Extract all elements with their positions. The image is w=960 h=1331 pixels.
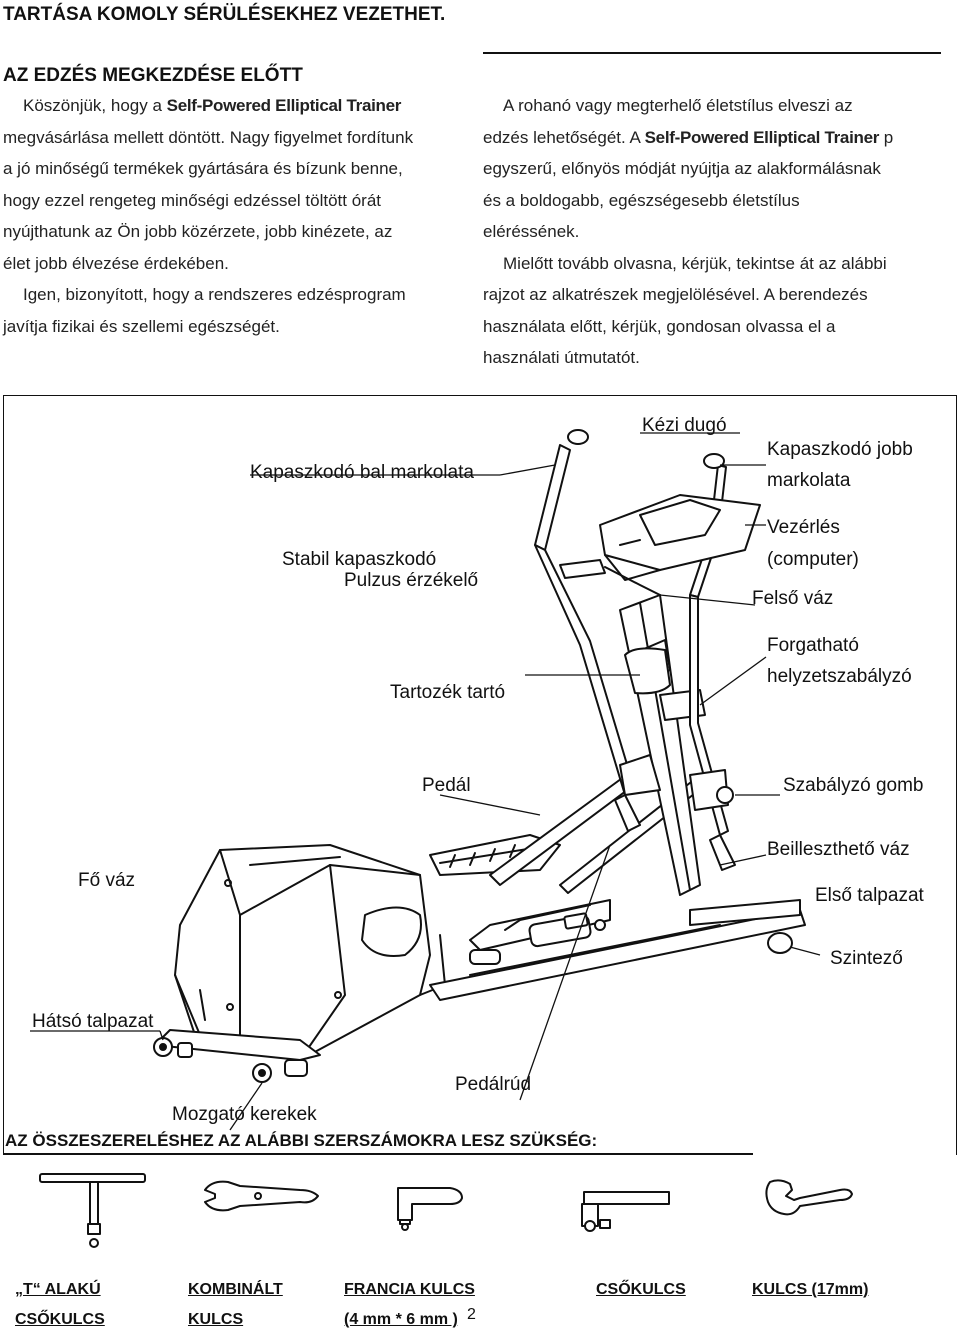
console (599, 494, 761, 581)
moving-arms (534, 429, 736, 871)
label-right-grip-2: markolata (767, 470, 851, 491)
leader-lines (30, 432, 821, 1131)
label-insert-frame: Beilleszthető váz (767, 839, 910, 860)
label-control-1: Vezérlés (767, 517, 840, 538)
label-stable-grip: Stabil kapaszkodó (282, 549, 437, 570)
front-base (469, 899, 801, 965)
right-line2-product: Self-Powered Elliptical Trainer (644, 127, 880, 147)
label-adjust-knob: Szabályzó gomb (783, 775, 924, 796)
diagram-frame (3, 395, 957, 1155)
open-wrench-icon (765, 1179, 853, 1216)
tools-illustration (39, 1173, 853, 1248)
label-rotating-2: helyzetszabályzó (767, 666, 912, 687)
socket-wrench-icon (581, 1191, 670, 1232)
tool-label-adjustable-line2: (4 mm * 6 mm ) (344, 1311, 458, 1328)
label-control-2: (computer) (767, 549, 859, 570)
label-pulse-sensor: Pulzus érzékelő (344, 570, 479, 591)
left-column: Köszönjük, hogy a Self-Powered Elliptica… (3, 90, 473, 342)
label-pedal: Pedál (422, 775, 471, 796)
left-p1-line: a jó minőségű termékek gyártására és bíz… (3, 159, 403, 178)
tool-label-adjustable-line1: FRANCIA KULCS (344, 1281, 475, 1298)
label-main-frame: Fő váz (78, 870, 136, 891)
label-pedal-rod: Pedálrúd (455, 1074, 532, 1095)
right-p2-line: rajzot az alkatrészek megjelölésével. A … (483, 285, 868, 304)
right-line: egyszerű, előnyös módját nyújtja az alak… (483, 159, 881, 178)
label-leveler: Szintező (830, 948, 903, 969)
t-socket-wrench-icon (39, 1173, 146, 1248)
label-rear-base: Hátsó talpazat (32, 1011, 154, 1032)
left-p1-line: megvásárlása mellett döntött. Nagy figye… (3, 127, 414, 147)
tool-label-t-socket-line1: „T“ ALAKÚ (15, 1281, 101, 1298)
left-p1-first-line: Köszönjük, hogy a Self-Powered Elliptica… (3, 90, 473, 122)
left-p2-line: Igen, bizonyított, hogy a rendszeres edz… (23, 285, 406, 304)
label-rotating-1: Forgatható (767, 635, 859, 656)
tool-label-socket-line1: CSŐKULCS (596, 1281, 686, 1298)
label-accessory-holder: Tartozék tartó (390, 682, 506, 703)
tool-label-combination-line2: KULCS (188, 1311, 244, 1328)
combination-wrench-icon (204, 1180, 319, 1212)
label-left-grip: Kapaszkodó bal markolata (250, 462, 474, 483)
right-line: A rohanó vagy megterhelő életstílus elve… (503, 96, 853, 115)
top-heading: TARTÁSA KOMOLY SÉRÜLÉSEKHEZ VEZETHET. (3, 4, 446, 25)
left-p1-product: Self-Powered Elliptical Trainer (166, 96, 402, 115)
right-line2-pre: edzés lehetőségét. A (483, 127, 645, 147)
accessory-holder (624, 647, 671, 695)
section-title: AZ EDZÉS MEGKEZDÉSE ELŐTT (3, 65, 303, 86)
tools-heading: AZ ÖSSZESZERELÉSHEZ AZ ALÁBBI SZERSZÁMOK… (5, 1131, 598, 1150)
left-p2-line: javítja fizikai és szellemi egészségét. (3, 316, 280, 336)
label-front-base: Első talpazat (815, 885, 924, 906)
adjust-knob (716, 786, 734, 804)
right-column: A rohanó vagy megterhelő életstílus elve… (483, 90, 953, 374)
label-upper-frame: Felső váz (752, 588, 834, 609)
left-p1-line: élet jobb élvezése érdekében. (3, 253, 229, 273)
right-line-2: edzés lehetőségét. A Self-Powered Ellipt… (483, 122, 953, 154)
tool-label-wrench-line1: KULCS (17mm) (752, 1281, 869, 1298)
right-line2-post: p (879, 127, 894, 147)
right-p2-line: használata előtt, kérjük, gondosan olvas… (483, 316, 836, 336)
center-rail (429, 899, 806, 1001)
tool-label-t-socket-line2: CSŐKULCS (15, 1311, 105, 1328)
right-p2-line: használati útmutatót. (483, 348, 640, 367)
left-p1-intro: Köszönjük, hogy a (23, 96, 167, 115)
tool-label-combination-line1: KOMBINÁLT (188, 1281, 283, 1298)
right-p2-line: Mielőtt tovább olvasna, kérjük, tekintse… (503, 253, 887, 273)
header-divider (483, 52, 941, 54)
main-frame-housing (174, 844, 446, 1061)
stable-handlebar (559, 559, 661, 596)
tools-heading-rule (3, 1153, 753, 1155)
label-wheels: Mozgató kerekek (172, 1104, 317, 1125)
right-line: eléréssének. (483, 222, 580, 241)
label-right-grip-1: Kapaszkodó jobb (767, 439, 913, 460)
left-p1-line: hogy ezzel rengeteg minőségi edzéssel tö… (3, 190, 382, 210)
elliptical-trainer-illustration (30, 429, 821, 1131)
page-number: 2 (467, 1306, 476, 1323)
label-handle-plug: Kézi dugó (642, 415, 727, 436)
left-p1-line: nyújthatunk az Ön jobb közérzete, jobb k… (3, 222, 393, 241)
right-line: és a boldogabb, egészségesebb életstílus (483, 190, 800, 210)
hex-key-icon (397, 1187, 463, 1231)
